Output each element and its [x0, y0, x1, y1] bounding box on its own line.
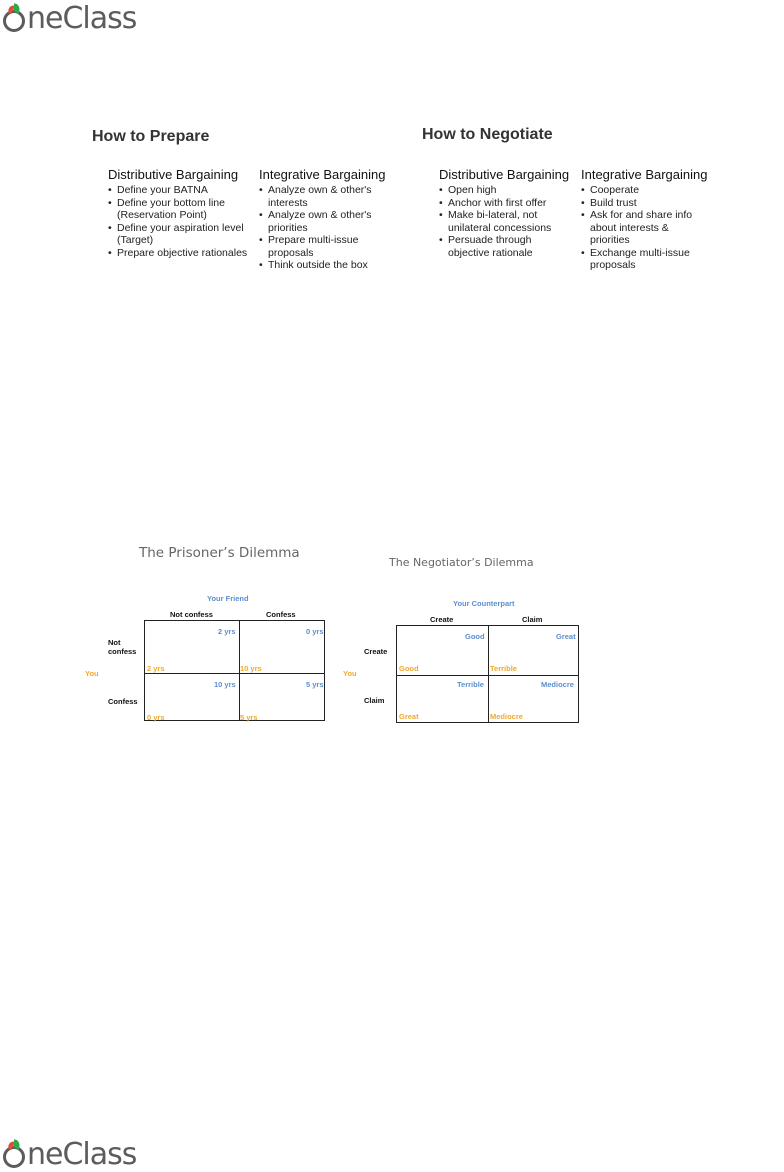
list-item: Build trust [581, 197, 706, 210]
cell-counterpart-payoff: Good [465, 632, 485, 641]
negotiators-dilemma-title: The Negotiator’s Dilemma [389, 556, 534, 569]
cell-you-payoff: 0 yrs [147, 713, 165, 722]
list-item: Ask for and share info about interests &… [581, 209, 706, 247]
prepare-distributive-list: Define your BATNA Define your bottom lin… [108, 184, 256, 259]
list-item: Open high [439, 184, 574, 197]
negotiate-integrative-heading: Integrative Bargaining [581, 167, 708, 182]
cell-friend-payoff: 10 yrs [214, 680, 236, 689]
cell-counterpart-payoff: Terrible [457, 680, 484, 689]
row-label-confess: Confess [108, 697, 138, 706]
list-item: Analyze own & other's priorities [259, 209, 399, 234]
cell-friend-payoff: 2 yrs [218, 627, 236, 636]
oneclass-logo-bottom: neClass [2, 1137, 137, 1172]
list-item: Define your BATNA [108, 184, 256, 197]
negotiate-title: How to Negotiate [422, 126, 553, 143]
cell-you-payoff: 5 yrs [240, 713, 258, 722]
list-item: Persuade through objective rationale [439, 234, 574, 259]
prepare-integrative-column: Integrative Bargaining Analyze own & oth… [259, 167, 399, 272]
friend-label: Your Friend [207, 594, 249, 603]
you-label: You [85, 669, 99, 678]
negotiate-integrative-column: Integrative Bargaining Cooperate Build t… [581, 167, 708, 272]
cell-friend-payoff: 5 yrs [306, 680, 324, 689]
list-item: Exchange multi-issue proposals [581, 247, 706, 272]
logo-text: neClass [27, 1, 137, 36]
cell-you-payoff: Good [399, 664, 419, 673]
cell-friend-payoff: 0 yrs [306, 627, 324, 636]
prepare-title: How to Prepare [92, 128, 210, 145]
cell-counterpart-payoff: Mediocre [541, 680, 574, 689]
list-item: Anchor with first offer [439, 197, 574, 210]
list-item: Prepare objective rationales [108, 247, 256, 260]
list-item: Make bi-lateral, not unilateral concessi… [439, 209, 574, 234]
list-item: Prepare multi-issue proposals [259, 234, 399, 259]
cell-counterpart-payoff: Great [556, 632, 576, 641]
cell-you-payoff: Terrible [490, 664, 517, 673]
negotiators-payoff-grid [396, 625, 579, 723]
prisoners-dilemma-title: The Prisoner’s Dilemma [139, 545, 300, 561]
negotiate-distributive-heading: Distributive Bargaining [439, 167, 570, 182]
you-label: You [343, 669, 357, 678]
row-label-claim: Claim [364, 696, 385, 705]
negotiate-distributive-column: Distributive Bargaining Open high Anchor… [439, 167, 574, 259]
row-label-create: Create [364, 647, 388, 656]
prepare-distributive-column: Distributive Bargaining Define your BATN… [108, 167, 256, 259]
negotiate-integrative-list: Cooperate Build trust Ask for and share … [581, 184, 706, 272]
cell-you-payoff: 2 yrs [147, 664, 165, 673]
prepare-integrative-list: Analyze own & other's interests Analyze … [259, 184, 399, 272]
negotiate-distributive-list: Open high Anchor with first offer Make b… [439, 184, 574, 259]
row-label-not-confess: Not confess [108, 638, 137, 656]
col-label-create: Create [430, 615, 454, 624]
list-item: Define your aspiration level (Target) [108, 222, 256, 247]
cell-you-payoff: Mediocre [490, 712, 523, 721]
logo-text: neClass [27, 1137, 137, 1172]
list-item: Cooperate [581, 184, 706, 197]
prepare-distributive-heading: Distributive Bargaining [108, 167, 239, 182]
oneclass-logo-top: neClass [2, 1, 137, 36]
list-item: Define your bottom line (Reservation Poi… [108, 197, 256, 222]
list-item: Analyze own & other's interests [259, 184, 399, 209]
cell-you-payoff: 10 yrs [240, 664, 262, 673]
prisoners-payoff-grid [144, 620, 325, 721]
prepare-integrative-heading: Integrative Bargaining [259, 167, 386, 182]
oneclass-apple-icon [2, 3, 30, 34]
oneclass-apple-icon [2, 1139, 30, 1170]
col-label-claim: Claim [522, 615, 543, 624]
counterpart-label: Your Counterpart [453, 599, 515, 608]
cell-you-payoff: Great [399, 712, 419, 721]
list-item: Think outside the box [259, 259, 399, 272]
col-label-not-confess: Not confess [170, 610, 213, 619]
col-label-confess: Confess [266, 610, 296, 619]
